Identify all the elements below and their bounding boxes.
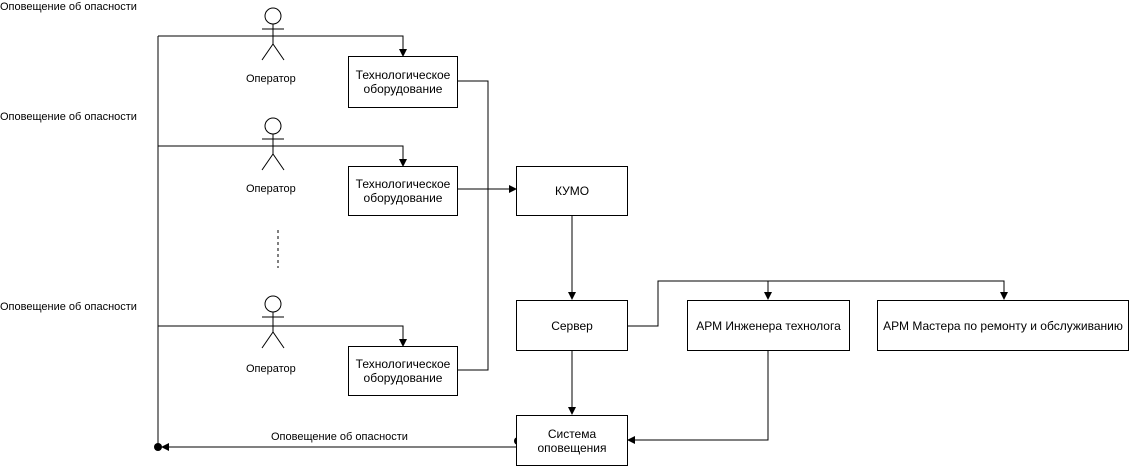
connector-bus-operator-1 xyxy=(158,35,407,57)
server-label: Сервер xyxy=(551,318,593,333)
warning-label-3: Оповещение об опасности xyxy=(0,301,137,313)
connector-bus-operator-2 xyxy=(158,145,407,167)
connector-arm-notification xyxy=(627,351,769,444)
arm-master-box[interactable]: АРМ Мастера по ремонту и обслуживанию xyxy=(877,300,1129,351)
arm-master-label: АРМ Мастера по ремонту и обслуживанию xyxy=(883,318,1123,333)
equipment-box-1[interactable]: Технологическое оборудование xyxy=(348,56,458,108)
connector-server-arm-master xyxy=(768,280,1008,300)
server-box[interactable]: Сервер xyxy=(516,300,628,351)
warning-label-1: Оповещение об опасности xyxy=(0,1,137,13)
arm-engineer-label: АРМ Инженера технолога xyxy=(696,318,841,333)
connector-bus-operator-3 xyxy=(158,325,407,347)
operator-actor-icon xyxy=(261,7,285,61)
operator-label-3: Оператор xyxy=(246,363,296,375)
operator-actor-icon xyxy=(261,295,285,349)
operator-actor-icon xyxy=(261,117,285,171)
connector-equipment3-kumo xyxy=(458,189,489,371)
arm-engineer-box[interactable]: АРМ Инженера технолога xyxy=(687,300,850,351)
equipment-box-2[interactable]: Технологическое оборудование xyxy=(348,166,458,216)
bottom-warning-label: Оповещение об опасности xyxy=(271,431,408,443)
equipment-box-label: Технологическое оборудование xyxy=(355,357,451,385)
equipment-box-3[interactable]: Технологическое оборудование xyxy=(348,346,458,396)
notification-system-box[interactable]: Система оповещения xyxy=(516,415,628,466)
kumo-label: КУМО xyxy=(554,184,590,198)
equipment-box-label: Технологическое оборудование xyxy=(355,177,451,205)
bus-end-dot xyxy=(154,443,162,451)
connector-server-arm xyxy=(628,280,772,327)
warning-label-2: Оповещение об опасности xyxy=(0,111,137,123)
operator-label-1: Оператор xyxy=(246,73,296,85)
notification-system-label: Система оповещения xyxy=(537,426,607,455)
connector-equipment1-kumo xyxy=(458,80,489,189)
kumo-box[interactable]: КУМО xyxy=(516,166,628,216)
equipment-box-label: Технологическое оборудование xyxy=(355,68,451,96)
operator-label-2: Оператор xyxy=(246,183,296,195)
